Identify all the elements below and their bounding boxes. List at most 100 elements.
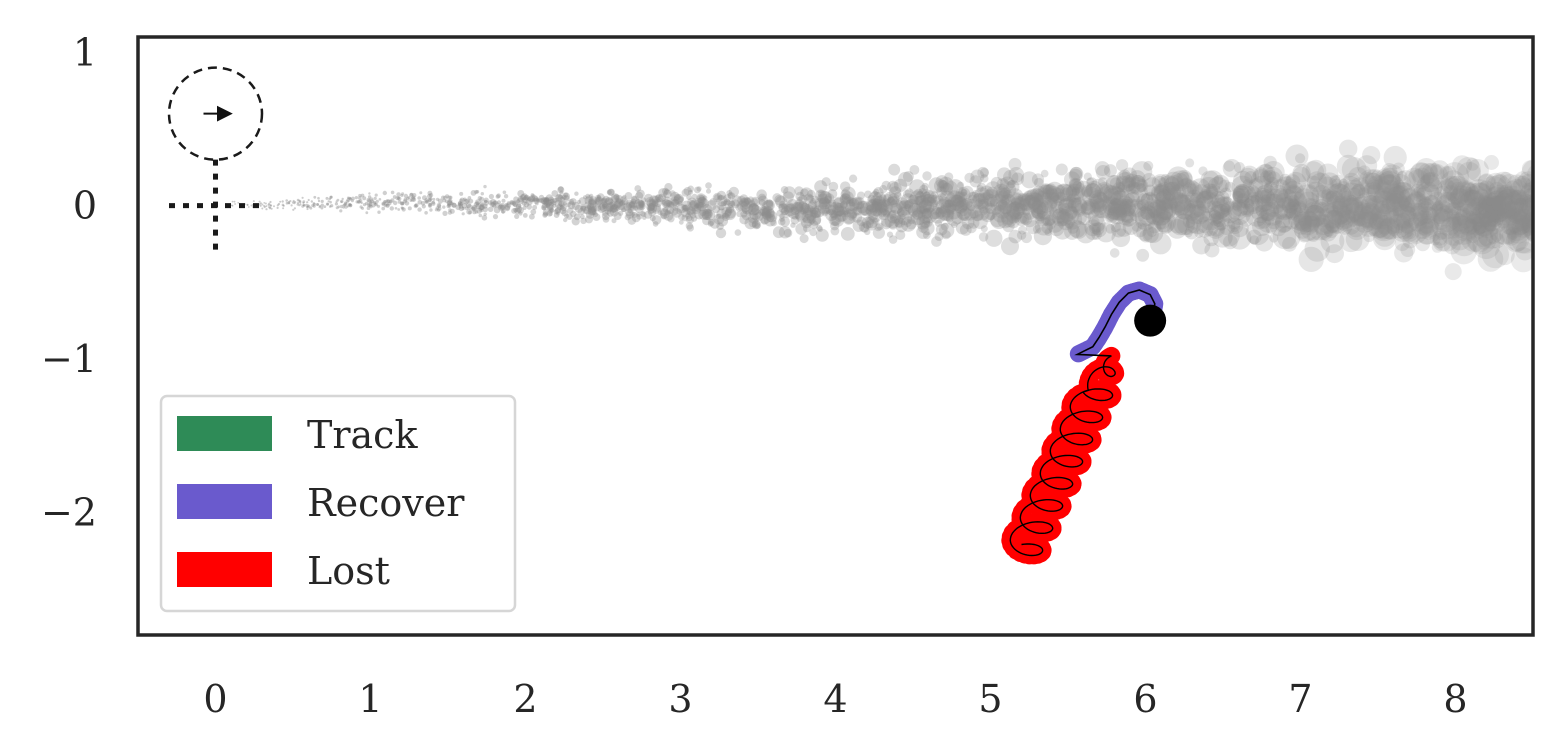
particle-point xyxy=(625,208,634,217)
particle-point xyxy=(872,226,886,239)
particle-point xyxy=(1323,210,1348,234)
particle-point xyxy=(989,198,999,207)
particle-point xyxy=(1082,187,1102,207)
particle-point xyxy=(310,200,313,203)
particle-point xyxy=(1173,194,1191,212)
particle-point xyxy=(1105,224,1116,234)
particle-point xyxy=(921,207,938,224)
particle-point xyxy=(1134,200,1144,210)
particle-point xyxy=(1362,221,1373,233)
particle-point xyxy=(836,209,849,222)
particle-point xyxy=(712,205,721,214)
particle-point xyxy=(1347,197,1371,221)
particle-point xyxy=(794,209,807,221)
particle-point xyxy=(1485,174,1513,202)
particle-point xyxy=(1339,202,1352,215)
particle-point xyxy=(903,199,914,210)
particle-point xyxy=(1293,221,1312,239)
particle-point xyxy=(1348,201,1373,226)
particle-point xyxy=(1378,169,1395,186)
plot-frame xyxy=(136,35,1535,637)
particle-point xyxy=(1362,172,1375,185)
particle-point xyxy=(1338,178,1349,190)
particle-point xyxy=(986,186,999,199)
particle-point xyxy=(1381,164,1404,186)
particle-point xyxy=(448,198,453,204)
legend-label-track: Track xyxy=(307,413,418,457)
particle-point xyxy=(1055,163,1068,176)
particle-point xyxy=(1010,197,1022,209)
particle-point xyxy=(648,204,655,211)
particle-point xyxy=(1318,204,1344,229)
particle-point xyxy=(504,205,511,212)
particle-point xyxy=(800,202,811,214)
particle-point xyxy=(1485,195,1510,221)
particle-point xyxy=(852,219,865,232)
particle-point xyxy=(1170,184,1187,200)
particle-point xyxy=(1084,183,1102,201)
particle-point xyxy=(583,206,592,215)
particle-point xyxy=(865,199,879,213)
particle-point xyxy=(848,198,858,207)
particle-point xyxy=(1321,190,1346,215)
particle-point xyxy=(752,214,759,221)
particle-point xyxy=(1521,160,1533,177)
particle-point xyxy=(1000,187,1012,199)
particle-point xyxy=(1494,245,1515,266)
particle-point xyxy=(579,204,587,211)
particle-point xyxy=(1472,212,1497,237)
particle-point xyxy=(1399,189,1410,201)
particle-point xyxy=(734,229,742,236)
particle-point xyxy=(401,192,405,196)
particle-point xyxy=(482,206,489,213)
particle-point xyxy=(1269,233,1279,243)
particle-point xyxy=(620,196,627,203)
particle-point xyxy=(523,201,530,208)
trajectory-layer xyxy=(1001,281,1167,565)
particle-point xyxy=(397,196,402,201)
particle-point xyxy=(1320,188,1335,203)
particle-point xyxy=(1455,203,1481,229)
particle-point xyxy=(437,208,441,212)
particle-point xyxy=(921,190,937,207)
particle-point xyxy=(973,187,991,204)
particle-point xyxy=(1152,199,1168,214)
particle-point xyxy=(1391,181,1413,203)
particle-point xyxy=(1390,184,1413,208)
particle-point xyxy=(1050,195,1063,208)
particle-point xyxy=(586,195,593,203)
particle-point xyxy=(442,198,447,203)
particle-point xyxy=(1452,155,1473,176)
particle-point xyxy=(935,205,951,221)
particle-point xyxy=(647,206,652,211)
particle-point xyxy=(587,207,592,212)
particle-point xyxy=(702,195,708,201)
particle-point xyxy=(277,202,281,206)
particle-point xyxy=(1193,207,1203,217)
particle-point xyxy=(1254,164,1276,186)
particle-point xyxy=(1332,200,1348,216)
particle-point xyxy=(320,199,324,203)
particle-point xyxy=(1003,190,1012,199)
particle-point xyxy=(741,198,750,207)
particle-point xyxy=(964,172,975,183)
particle-point xyxy=(468,198,474,204)
particle-point xyxy=(393,200,398,206)
particle-point xyxy=(856,216,867,227)
particle-point xyxy=(1149,199,1167,217)
particle-point xyxy=(727,192,734,199)
particle-point xyxy=(282,207,285,210)
particle-point xyxy=(1540,207,1562,237)
particle-point xyxy=(664,183,673,192)
particle-point xyxy=(1008,167,1024,183)
particle-point xyxy=(1068,178,1082,192)
particle-point xyxy=(1099,184,1119,204)
particle-point xyxy=(648,202,656,210)
particle-point xyxy=(900,216,917,232)
particle-point xyxy=(933,195,944,207)
particle-point xyxy=(1212,196,1231,216)
particle-point xyxy=(297,201,300,204)
particle-point xyxy=(1292,163,1311,183)
particle-point xyxy=(841,191,854,204)
particle-point xyxy=(1093,197,1106,210)
